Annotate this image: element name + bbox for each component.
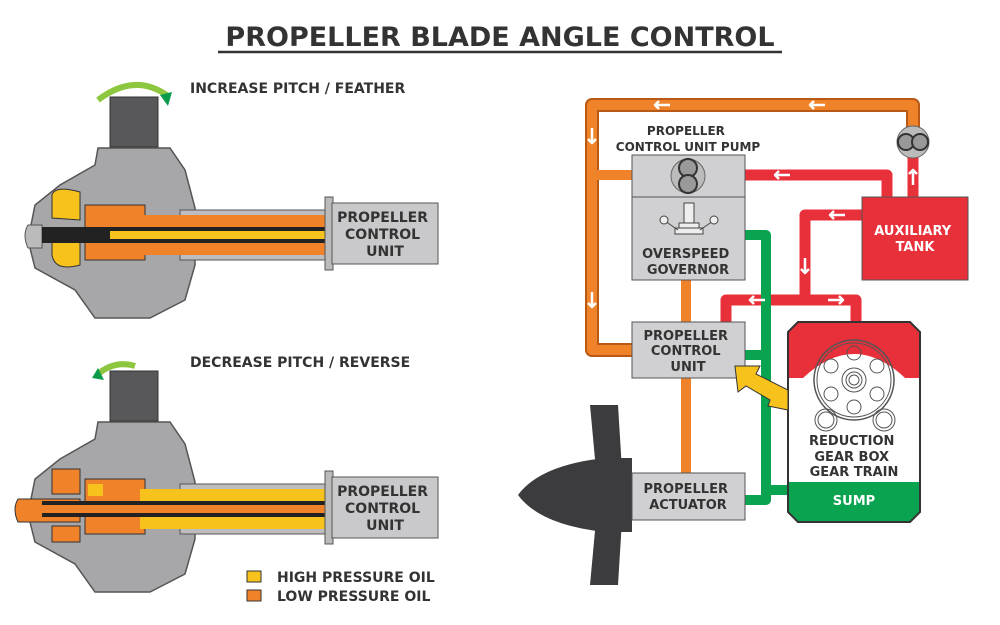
governor-icon: [659, 202, 719, 235]
high-pressure-oil-line: [110, 231, 330, 239]
flow-arrow-icon: [800, 258, 810, 275]
pump-label-line: PROPELLER: [647, 124, 725, 138]
legend-label-low-pressure: LOW PRESSURE OIL: [277, 589, 430, 605]
actuator-label-line: ACTUATOR: [649, 498, 727, 513]
svg-text:AUXILIARY TANK: AUXILIARY TANK: [874, 224, 956, 255]
control-knob: [109, 96, 159, 148]
propeller-actuator-box: [631, 472, 746, 521]
hub-cap: [24, 224, 43, 249]
legend-swatch-high-pressure: [246, 570, 262, 583]
high-pressure-pocket: [88, 484, 103, 496]
propeller-icon: [518, 405, 632, 585]
pcu-label-line: CONTROL: [651, 344, 721, 359]
oil-flow-diagram: [585, 98, 920, 505]
decrease-pitch-label: DECREASE PITCH / REVERSE: [190, 355, 410, 371]
pcu-label-line: PROPELLER: [337, 210, 428, 226]
rotation-arrow-icon: [96, 361, 136, 377]
gearbox-label-line: GEAR BOX: [814, 450, 889, 465]
page-title: PROPELLER BLADE ANGLE CONTROL: [225, 22, 774, 53]
propeller-control-unit-box: [631, 321, 746, 379]
gearbox-label-line: REDUCTION: [809, 434, 894, 449]
gearbox-label-line: GEAR TRAIN: [810, 465, 899, 480]
legend-label-high-pressure: HIGH PRESSURE OIL: [277, 570, 435, 586]
pitch-assembly-decrease: PROPELLER CONTROL UNIT: [14, 361, 439, 593]
high-pressure-chamber: [51, 188, 81, 268]
svg-text:PROPELLER CONTROL: PROPELLER CONTROL UNIT: [337, 484, 433, 534]
increase-pitch-label: INCREASE PITCH / FEATHER: [190, 81, 405, 97]
flow-arrow-icon: [773, 170, 790, 180]
arrow-head-icon: [92, 368, 104, 380]
flow-arrow-icon: [828, 210, 845, 220]
svg-text:PROPELLER ACTUATOR: PROPELLER ACTUATOR: [644, 482, 733, 513]
low-pressure-oil-line: [18, 505, 330, 513]
flow-arrow-icon: [828, 295, 845, 305]
pcu-label-line: UNIT: [670, 360, 705, 375]
gear-train-icon: [813, 339, 896, 432]
green-pipe-return: [745, 230, 788, 505]
red-pipe-pump: [690, 169, 893, 198]
pitch-assembly-increase: PROPELLER CONTROL UNIT: [24, 82, 439, 319]
pcu-label-line: UNIT: [366, 244, 404, 260]
control-knob: [109, 370, 159, 422]
pcu-box-top: [331, 202, 439, 265]
flow-arrow-icon: [653, 100, 670, 110]
pcu-label-line: UNIT: [366, 518, 404, 534]
auxiliary-tank: [861, 196, 969, 281]
pcu-label-line: PROPELLER: [644, 329, 728, 344]
aux-pump-gear-icon: [896, 125, 930, 159]
sump: [788, 482, 920, 522]
pcu-label-line: PROPELLER: [337, 484, 428, 500]
sump-label: SUMP: [833, 494, 875, 509]
legend-swatch-low-pressure: [246, 589, 262, 602]
pcu-label-line: CONTROL: [345, 227, 420, 243]
flow-arrow-icon: [748, 295, 765, 305]
arrow-head-icon: [160, 92, 172, 106]
governor-label-line: OVERSPEED: [642, 247, 729, 262]
pcu-label-line: CONTROL: [345, 501, 420, 517]
pcu-box-bottom: [331, 476, 439, 539]
svg-text:OVERSPEED GOVERNOR: OVERSPEED GOVERNOR: [642, 247, 734, 278]
svg-text:PROPELLER CONTROL: PROPELLER CONTROL UNIT: [337, 210, 433, 260]
svg-text:PROPELLER CONTROL UNIT: PROPELLER CONTROL UNIT: [644, 329, 733, 375]
rotation-arrow-icon: [96, 82, 170, 103]
orange-pipe-loop-fill: [587, 100, 918, 355]
flow-arrow-icon: [587, 292, 597, 309]
pump-label-line: CONTROL UNIT PUMP: [616, 140, 761, 154]
tank-label-line: TANK: [896, 240, 936, 255]
governor-label-line: GOVERNOR: [647, 263, 729, 278]
flow-arrow-icon: [908, 168, 918, 185]
svg-text:REDUCTION GEAR BOX GEA: REDUCTION GEAR BOX GEAR TRAIN: [809, 434, 899, 480]
flow-arrow-icon: [808, 100, 825, 110]
actuator-label-line: PROPELLER: [644, 482, 728, 497]
pump-gear-icon: [670, 158, 706, 194]
legend: HIGH PRESSURE OIL LOW PRESSURE OIL: [246, 570, 435, 605]
svg-text:PROPELLER CONTROL UNIT PUM: PROPELLER CONTROL UNIT PUMP: [616, 124, 761, 154]
tank-label-line: AUXILIARY: [874, 224, 952, 239]
input-arrow-icon: [734, 365, 789, 411]
reduction-gearbox: [788, 322, 920, 522]
flow-arrow-icon: [587, 128, 597, 145]
